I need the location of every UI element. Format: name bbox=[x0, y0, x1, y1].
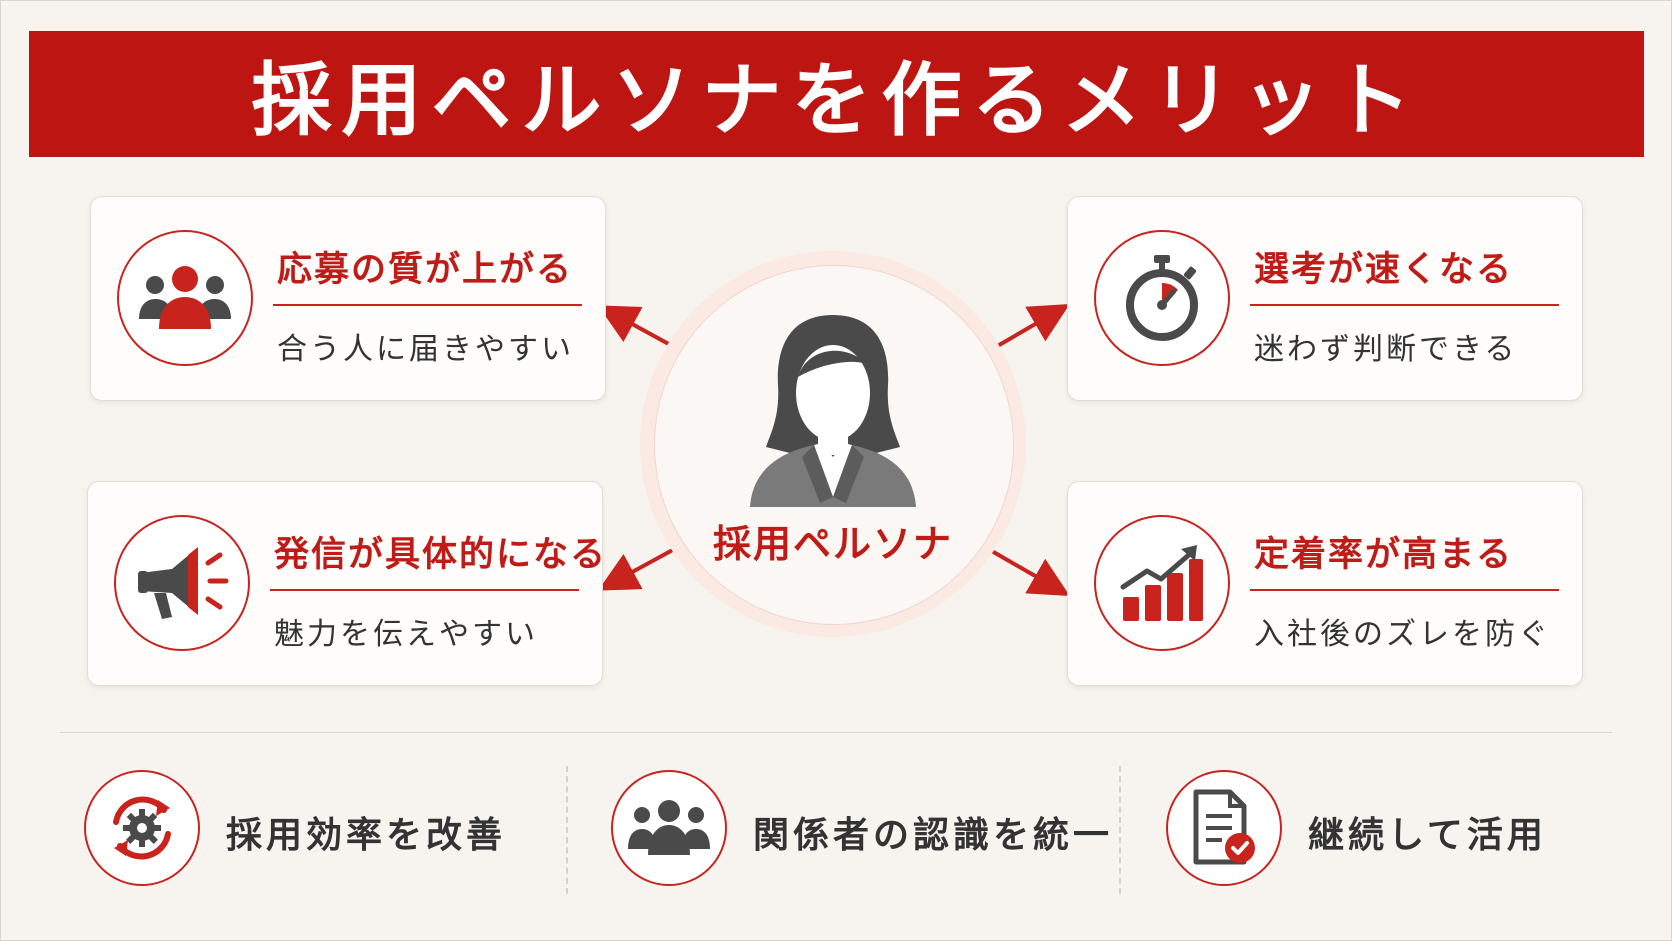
benefit-card-messaging: 発信が具体的になる 魅力を伝えやすい bbox=[87, 481, 608, 686]
card-divider bbox=[273, 304, 582, 306]
card-subtitle: 入社後のズレを防ぐ bbox=[1254, 617, 1551, 652]
card-subtitle: 迷わず判断できる bbox=[1254, 332, 1518, 367]
card-divider bbox=[1250, 589, 1559, 591]
arrow-to-card-2 bbox=[992, 303, 1070, 350]
bottom-item-efficiency: 採用効率を改善 bbox=[84, 770, 524, 890]
section-divider bbox=[60, 732, 1612, 733]
card-divider bbox=[1250, 304, 1559, 306]
benefit-card-retention: 定着率が高まる 入社後のズレを防ぐ bbox=[1067, 481, 1583, 686]
card-title: 選考が速くなる bbox=[1254, 250, 1514, 290]
bottom-item-continuous-use: 継続して活用 bbox=[1166, 770, 1606, 890]
persona-hub: 採用ペルソナ bbox=[640, 251, 1026, 637]
arrow-to-card-3 bbox=[597, 544, 681, 591]
bottom-label: 関係者の認識を統一 bbox=[753, 815, 1114, 856]
businesswoman-icon bbox=[740, 307, 926, 507]
page-title: 採用ペルソナを作るメリット bbox=[251, 53, 1422, 147]
card-divider bbox=[270, 589, 579, 591]
benefit-card-quality: 応募の質が上がる 合う人に届きやすい bbox=[90, 196, 606, 401]
stopwatch-icon bbox=[1094, 230, 1230, 366]
bottom-label: 採用効率を改善 bbox=[226, 815, 507, 856]
people-group-icon bbox=[117, 230, 253, 366]
arrow-to-card-1 bbox=[597, 305, 677, 350]
title-banner: 採用ペルソナを作るメリット bbox=[29, 31, 1644, 157]
bottom-separator bbox=[1119, 766, 1121, 894]
bottom-item-alignment: 関係者の認識を統一 bbox=[611, 770, 1111, 890]
card-subtitle: 魅力を伝えやすい bbox=[274, 617, 538, 652]
persona-label: 採用ペルソナ bbox=[712, 522, 953, 566]
card-subtitle: 合う人に届きやすい bbox=[277, 332, 574, 367]
gear-cycle-icon bbox=[84, 770, 200, 886]
benefit-card-speed: 選考が速くなる 迷わず判断できる bbox=[1067, 196, 1583, 401]
team-icon bbox=[611, 770, 727, 886]
bottom-separator bbox=[566, 766, 568, 894]
growth-chart-icon bbox=[1094, 515, 1230, 651]
megaphone-icon bbox=[114, 515, 250, 651]
document-check-icon bbox=[1166, 770, 1282, 886]
card-title: 定着率が高まる bbox=[1254, 535, 1514, 575]
card-title: 応募の質が上がる bbox=[277, 250, 574, 290]
arrow-to-card-4 bbox=[989, 548, 1070, 596]
card-title: 発信が具体的になる bbox=[274, 535, 608, 575]
bottom-label: 継続して活用 bbox=[1308, 815, 1547, 856]
